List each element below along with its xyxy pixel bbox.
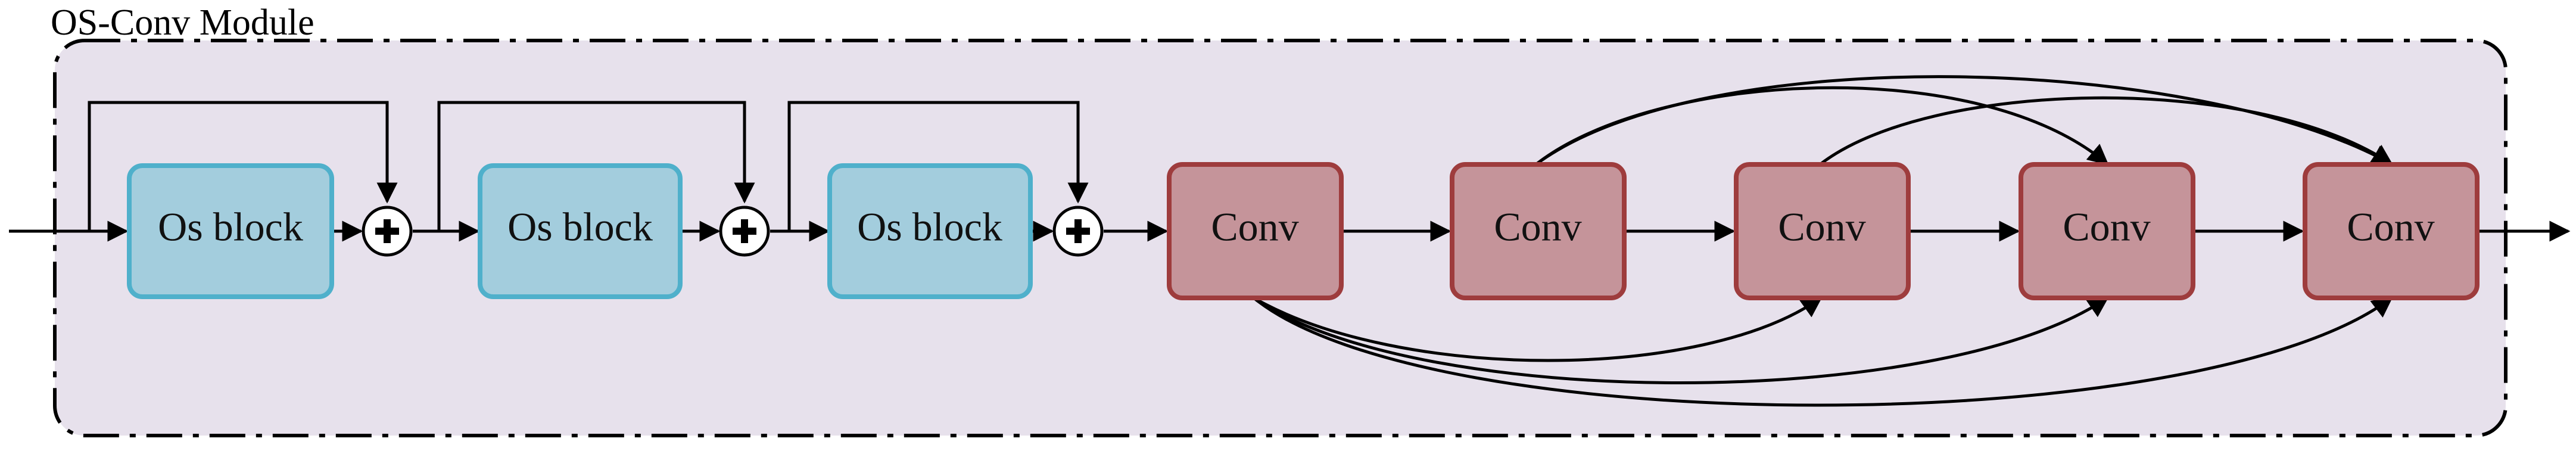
dense-conn-conv1-conv5	[1253, 296, 2393, 407]
conv-block-3: Conv	[1734, 162, 1911, 300]
add-node-3	[1052, 206, 1104, 257]
skip-connection-1	[88, 101, 398, 231]
plus-icon	[733, 219, 756, 243]
os-block-3: Os block	[827, 163, 1033, 299]
os-block-label: Os block	[507, 204, 653, 250]
conv-block-label: Conv	[2347, 204, 2434, 250]
conv-block-label: Conv	[2063, 204, 2150, 250]
os-block-2: Os block	[478, 163, 683, 299]
conv-block-label: Conv	[1211, 204, 1298, 250]
conv-block-label: Conv	[1494, 204, 1581, 250]
conv-block-label: Conv	[1778, 204, 1865, 250]
conv-block-2: Conv	[1450, 162, 1627, 300]
dense-conn-conv3-conv5	[1820, 96, 2393, 166]
os-block-label: Os block	[158, 204, 303, 250]
dense-conn-conv2-conv5	[1535, 75, 2394, 166]
dense-conn-conv1-conv4	[1253, 296, 2109, 384]
os-block-label: Os block	[857, 204, 1002, 250]
os-block-1: Os block	[127, 163, 334, 299]
conv-block-1: Conv	[1167, 162, 1344, 300]
add-node-1	[362, 206, 413, 257]
skip-connection-3	[787, 101, 1089, 231]
plus-icon	[1066, 219, 1090, 243]
skip-connection-2	[437, 101, 755, 231]
conv-block-4: Conv	[2019, 162, 2195, 300]
module-title: OS-Conv Module	[51, 2, 314, 43]
plus-icon	[375, 219, 399, 243]
dense-conn-conv1-conv3	[1253, 296, 1823, 362]
conv-block-5: Conv	[2303, 162, 2480, 300]
add-node-2	[719, 206, 770, 257]
